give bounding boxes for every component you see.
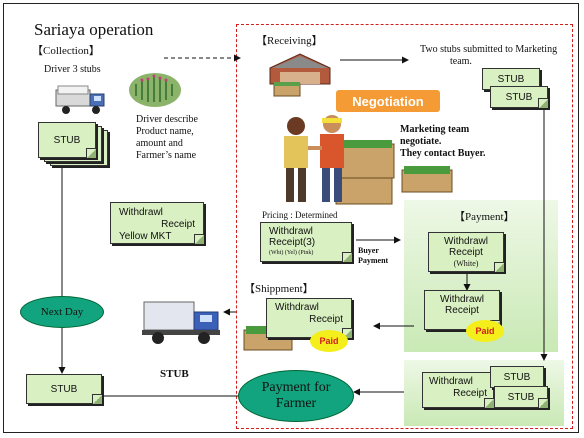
receiving-note: Two stubs submitted to Marketing team. [420,44,558,67]
stub-bottom: STUB [26,374,102,404]
produce-box-icon [401,166,453,193]
collection-truck-icon [55,85,105,114]
buyer-payment-text: Buyer Payment [358,246,389,265]
negotiation-badge: Negotiation [336,90,440,112]
shipment-truck-icon [142,301,220,344]
stub-farmer-bottom: STUB [494,386,548,408]
stub-caption: STUB [160,368,189,380]
stub-farmer-top: STUB [490,366,544,388]
farm-field-icon [129,73,181,107]
stub-label: STUB [505,91,533,103]
payment-for-farmer-ellipse: Payment for Farmer [238,370,354,422]
shipment-heading: 【Shippment】 [244,283,314,295]
withdrawl-receipt-farmer: Withdrawl Receipt [422,372,494,408]
negotiation-note: Marketing team negotiate. They contact B… [400,124,486,159]
stub-right-front: STUB [490,86,548,108]
receiving-heading: 【Receiving】 [256,35,323,47]
marketing-region [236,24,573,429]
withdrawl-receipt-white: Withdrawl Receipt (White) [428,232,504,272]
driver-stubs-text: Driver 3 stubs [44,64,101,75]
page-title: Sariaya operation [34,20,154,39]
pricing-text: Pricing : Determined [262,210,338,220]
withdrawl-receipt-shipment: Withdrawl Receipt [266,298,352,338]
stub-collection: STUB [38,122,96,158]
paid-badge-payment: Paid [466,320,504,342]
warehouse-icon [269,53,331,97]
payment-heading: 【Payment】 [454,211,515,223]
next-day-ellipse: Next Day [20,296,104,328]
stub-label: STUB [497,73,525,85]
diagram-frame [3,3,579,433]
negotiation-people-icon [284,115,395,205]
withdrawl-receipt-yellow: Withdrawl Receipt Yellow MKT [110,202,204,244]
stub-label: STUB [507,391,535,403]
withdrawl-receipt-3: Withdrawl Receipt(3) (Wht) (Yel) (Pink) [260,222,352,262]
collection-heading: 【Collection】 [32,45,100,57]
paid-badge-shipment: Paid [310,330,348,352]
stub-label: STUB [50,383,78,395]
stub-label: STUB [53,134,81,146]
driver-describe-text: Driver describe Product name, amount and… [136,114,198,161]
stub-label: STUB [503,371,531,383]
